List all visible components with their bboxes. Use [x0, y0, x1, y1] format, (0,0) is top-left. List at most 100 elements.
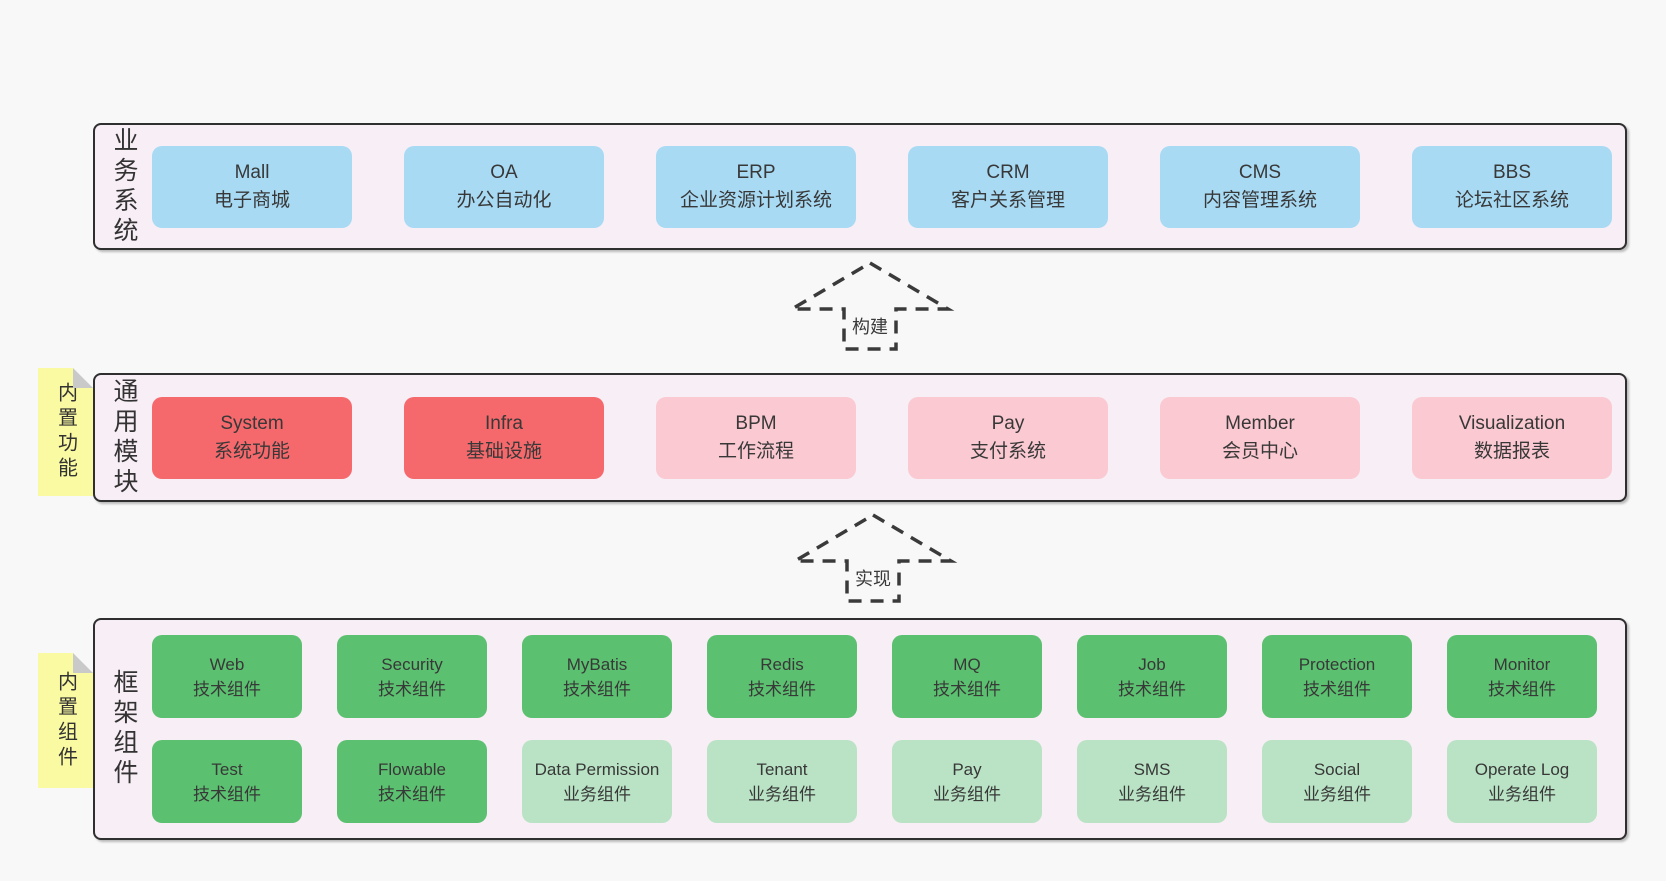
box-desc: 内容管理系统	[1202, 189, 1317, 211]
box-name: Social	[1313, 759, 1361, 779]
box-desc: 系统功能	[213, 440, 290, 462]
business-system-box: CMS 内容管理系统	[1160, 145, 1360, 228]
box-name: Pay	[952, 759, 982, 779]
framework-components-panel: 框架组件 Web 技术组件 Security 技术组件 MyBatis 技术组件…	[93, 618, 1627, 840]
box-desc: 技术组件	[1303, 679, 1371, 699]
box-desc: 技术组件	[193, 679, 261, 699]
note-fold-corner	[73, 653, 93, 673]
box-name: MQ	[953, 654, 981, 674]
box-name: Test	[211, 759, 243, 779]
box-desc: 业务组件	[1118, 784, 1186, 804]
component-box: MyBatis 技术组件	[522, 635, 672, 718]
box-name: BBS	[1492, 161, 1532, 183]
box-name: BPM	[735, 412, 777, 434]
build-arrow: 构建	[785, 260, 955, 352]
box-desc: 论坛社区系统	[1454, 189, 1569, 211]
business-systems-panel: 业务系统 Mall 电子商城 OA 办公自动化 ERP 企业资源计划系统 CRM…	[93, 123, 1627, 250]
module-box: Infra 基础设施	[404, 396, 604, 479]
module-box: Visualization 数据报表	[1412, 396, 1612, 479]
box-desc: 业务组件	[1488, 784, 1556, 804]
component-box: Security 技术组件	[337, 635, 487, 718]
box-name: MyBatis	[566, 654, 628, 674]
component-box: Social 业务组件	[1262, 740, 1412, 823]
component-box: Monitor 技术组件	[1447, 635, 1597, 718]
box-name: Member	[1225, 412, 1295, 434]
section-label-text: 框架组件	[110, 669, 138, 789]
component-box: Job 技术组件	[1077, 635, 1227, 718]
component-box: Operate Log 业务组件	[1447, 740, 1597, 823]
box-name: CMS	[1238, 161, 1282, 183]
box-desc: 业务组件	[748, 784, 816, 804]
module-box: Pay 支付系统	[908, 396, 1108, 479]
box-name: Security	[381, 654, 443, 674]
box-name: Data Permission	[534, 759, 660, 779]
box-desc: 企业资源计划系统	[679, 189, 832, 211]
common-modules-row: System 系统功能 Infra 基础设施 BPM 工作流程 Pay 支付系统…	[152, 375, 1625, 500]
box-desc: 技术组件	[563, 679, 631, 699]
common-modules-label: 通用模块	[95, 375, 152, 500]
framework-components-grid: Web 技术组件 Security 技术组件 MyBatis 技术组件 Redi…	[152, 620, 1625, 838]
component-box: Protection 技术组件	[1262, 635, 1412, 718]
box-desc: 技术组件	[193, 784, 261, 804]
box-desc: 支付系统	[969, 440, 1046, 462]
business-systems-label: 业务系统	[95, 125, 152, 248]
box-name: Redis	[760, 654, 804, 674]
business-systems-row: Mall 电子商城 OA 办公自动化 ERP 企业资源计划系统 CRM 客户关系…	[152, 125, 1625, 248]
box-desc: 技术组件	[748, 679, 816, 699]
box-desc: 业务组件	[933, 784, 1001, 804]
box-name: OA	[490, 161, 518, 183]
business-system-box: Mall 电子商城	[152, 145, 352, 228]
box-desc: 业务组件	[1303, 784, 1371, 804]
box-name: SMS	[1133, 759, 1171, 779]
box-name: Job	[1138, 654, 1166, 674]
build-arrow-label: 构建	[849, 312, 891, 340]
box-desc: 技术组件	[1488, 679, 1556, 699]
framework-components-label: 框架组件	[95, 620, 152, 838]
box-desc: 办公自动化	[456, 189, 552, 211]
component-box: Pay 业务组件	[892, 740, 1042, 823]
box-name: ERP	[736, 161, 776, 183]
note-text: 内置功能	[54, 382, 77, 482]
box-name: Tenant	[756, 759, 808, 779]
component-box: Flowable 技术组件	[337, 740, 487, 823]
box-name: Operate Log	[1474, 759, 1570, 779]
box-desc: 数据报表	[1473, 440, 1550, 462]
built-in-components-note: 内置组件	[38, 653, 93, 788]
box-name: Visualization	[1458, 412, 1566, 434]
component-box: Web 技术组件	[152, 635, 302, 718]
box-name: CRM	[986, 161, 1030, 183]
up-arrow-icon	[785, 260, 955, 351]
business-system-box: OA 办公自动化	[404, 145, 604, 228]
component-box: Data Permission 业务组件	[522, 740, 672, 823]
box-desc: 会员中心	[1221, 440, 1298, 462]
business-system-box: CRM 客户关系管理	[908, 145, 1108, 228]
box-desc: 技术组件	[933, 679, 1001, 699]
box-name: Mall	[234, 161, 270, 183]
module-box: Member 会员中心	[1160, 396, 1360, 479]
note-fold-corner	[73, 368, 93, 388]
section-label-text: 通用模块	[110, 377, 138, 498]
component-box: Tenant 业务组件	[707, 740, 857, 823]
box-name: Infra	[484, 412, 524, 434]
component-box: MQ 技术组件	[892, 635, 1042, 718]
box-desc: 电子商城	[213, 189, 290, 211]
component-box: Redis 技术组件	[707, 635, 857, 718]
box-name: Pay	[991, 412, 1025, 434]
implement-arrow: 实现	[788, 512, 958, 604]
common-modules-panel: 通用模块 System 系统功能 Infra 基础设施 BPM 工作流程 Pay…	[93, 373, 1627, 502]
module-box: BPM 工作流程	[656, 396, 856, 479]
box-name: System	[220, 412, 284, 434]
box-desc: 业务组件	[563, 784, 631, 804]
module-box: System 系统功能	[152, 396, 352, 479]
business-system-box: BBS 论坛社区系统	[1412, 145, 1612, 228]
note-text: 内置组件	[54, 670, 77, 771]
section-label-text: 业务系统	[110, 126, 138, 247]
box-name: Web	[209, 654, 245, 674]
box-desc: 技术组件	[1118, 679, 1186, 699]
built-in-features-note: 内置功能	[38, 368, 93, 496]
component-box: SMS 业务组件	[1077, 740, 1227, 823]
box-desc: 工作流程	[717, 440, 794, 462]
box-name: Flowable	[377, 759, 447, 779]
implement-arrow-label: 实现	[852, 564, 894, 592]
box-desc: 基础设施	[465, 440, 542, 462]
